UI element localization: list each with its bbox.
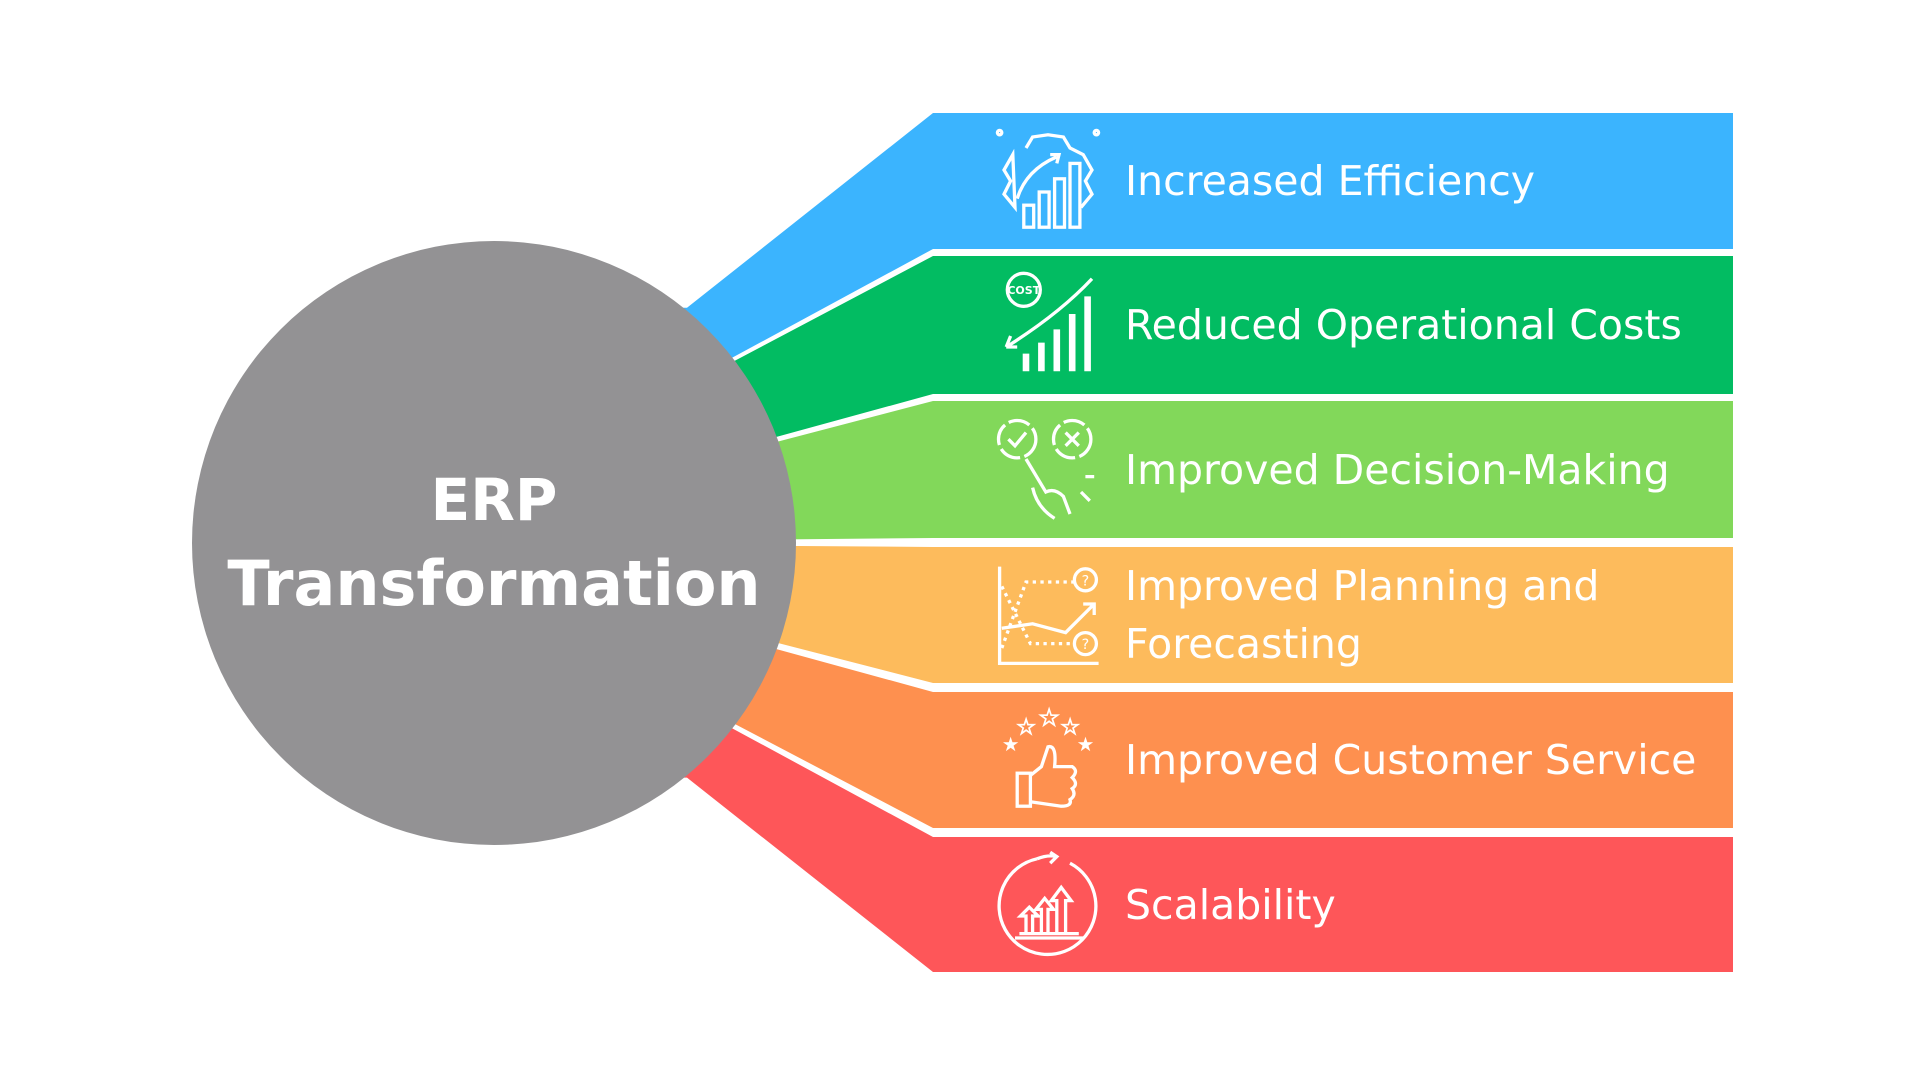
item-label: Scalability <box>1125 880 1336 929</box>
item-improved-planning-forecasting: ? ? Improved Planning and Forecasting <box>933 547 1733 683</box>
svg-text:★: ★ <box>1039 706 1059 731</box>
forecast-chart-icon: ? ? <box>997 566 1099 666</box>
item-increased-efficiency: Increased Efficiency <box>933 113 1733 249</box>
band-4 <box>627 545 1733 683</box>
svg-text:COST: COST <box>1007 284 1040 297</box>
item-label: Improved Decision-Making <box>1125 445 1670 494</box>
item-improved-customer-service: ★ ★ ★ ★ ★ Improved Customer Service <box>933 692 1733 828</box>
item-label: Reduced Operational Costs <box>1125 301 1682 349</box>
svg-text:?: ? <box>1082 573 1090 589</box>
center-title-line2: Transformation <box>227 547 761 620</box>
cost-down-icon: COST <box>1004 271 1094 372</box>
thumbs-up-stars-icon: ★ ★ ★ ★ ★ <box>1002 705 1095 808</box>
item-label: Increased Efficiency <box>1125 157 1536 205</box>
center-title-line1: ERP <box>430 466 558 534</box>
scalability-arrows-icon <box>997 850 1098 956</box>
item-label: Improved Planning and Forecasting <box>1125 562 1600 668</box>
item-scalability: Scalability <box>933 837 1733 972</box>
band-5 <box>627 624 1733 828</box>
svg-text:★: ★ <box>1077 733 1095 756</box>
band-1 <box>627 113 1733 383</box>
gear-chart-icon <box>995 128 1101 229</box>
item-reduced-operational-costs: COST Reduced Operational Costs <box>933 256 1733 394</box>
svg-text:★: ★ <box>1061 716 1079 739</box>
item-label: Improved Customer Service <box>1125 736 1697 784</box>
band-2 <box>627 256 1733 462</box>
item-improved-decision-making: Improved Decision-Making <box>933 401 1733 538</box>
svg-text:★: ★ <box>1017 716 1035 739</box>
band-6 <box>627 703 1733 972</box>
svg-text:★: ★ <box>1002 733 1020 756</box>
band-3 <box>627 401 1733 541</box>
svg-text:?: ? <box>1082 637 1090 653</box>
decision-icon <box>996 418 1095 520</box>
center-circle: ERP Transformation <box>192 241 796 845</box>
